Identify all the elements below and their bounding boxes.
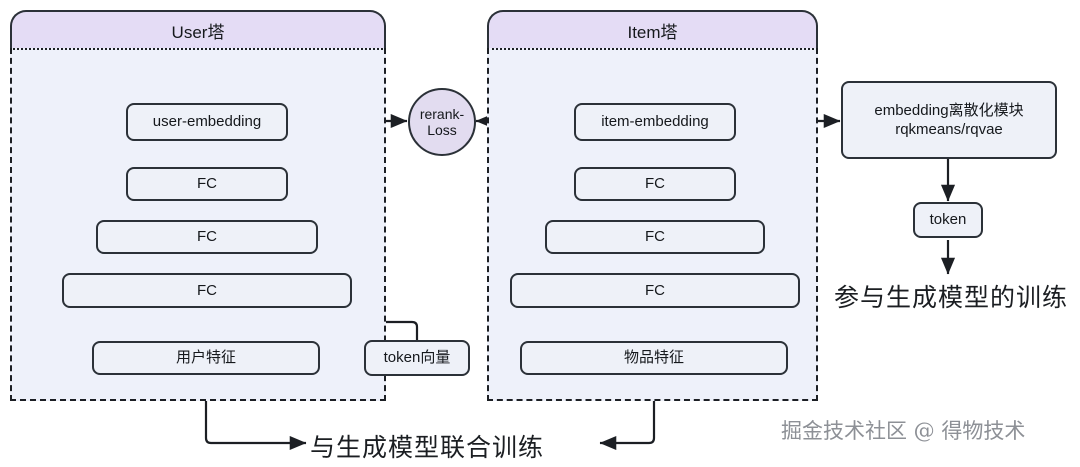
user-tower-header: User塔 <box>10 10 386 48</box>
user-feature-label: 用户特征 <box>175 349 236 367</box>
user-embedding-box[interactable]: user-embedding <box>126 103 288 141</box>
user-fc-3-box[interactable]: FC <box>62 273 352 308</box>
user-fc-2-box[interactable]: FC <box>96 220 318 254</box>
user-embedding-label: user-embedding <box>152 113 262 131</box>
item-feature-box[interactable]: 物品特征 <box>520 341 788 375</box>
item-fc-2-label: FC <box>645 228 665 246</box>
item-fc-3-label: FC <box>645 281 665 299</box>
caption-right: 参与生成模型的训练 <box>834 284 1069 312</box>
user-fc-1-box[interactable]: FC <box>126 167 288 201</box>
item-tower-title: Item塔 <box>627 22 678 42</box>
watermark-text: 掘金技术社区 @ 得物技术 <box>781 419 1026 443</box>
item-embedding-box[interactable]: item-embedding <box>574 103 736 141</box>
item-embedding-label: item-embedding <box>601 113 709 131</box>
token-vector-box[interactable]: token向量 <box>364 340 470 376</box>
connector-itemfeature-to-joint-caption <box>599 375 656 451</box>
user-feature-box[interactable]: 用户特征 <box>92 341 320 375</box>
connector-userfeature-to-joint-caption <box>204 375 307 451</box>
rerank-loss-node[interactable]: rerank- Loss <box>408 88 476 156</box>
connector-tokenvector-to-userfc3 <box>211 320 419 340</box>
user-fc-1-label: FC <box>197 175 217 193</box>
item-tower-header: Item塔 <box>487 10 818 48</box>
item-fc-1-box[interactable]: FC <box>574 167 736 201</box>
discretize-module-label: embedding离散化模块 rqkmeans/rqvae <box>874 101 1024 138</box>
rerank-loss-label: rerank- Loss <box>419 105 465 138</box>
user-fc-3-label: FC <box>197 281 217 299</box>
user-tower-title: User塔 <box>171 22 225 42</box>
caption-bottom-joint: 与生成模型联合训练 <box>310 434 545 462</box>
user-fc-2-label: FC <box>197 228 217 246</box>
item-fc-3-box[interactable]: FC <box>510 273 800 308</box>
item-fc-1-label: FC <box>645 175 665 193</box>
token-vector-label: token向量 <box>383 349 451 367</box>
token-label: token <box>929 211 967 229</box>
item-fc-2-box[interactable]: FC <box>545 220 765 254</box>
token-box[interactable]: token <box>913 202 983 238</box>
item-feature-label: 物品特征 <box>623 349 684 367</box>
discretize-module-box[interactable]: embedding离散化模块 rqkmeans/rqvae <box>841 81 1057 159</box>
